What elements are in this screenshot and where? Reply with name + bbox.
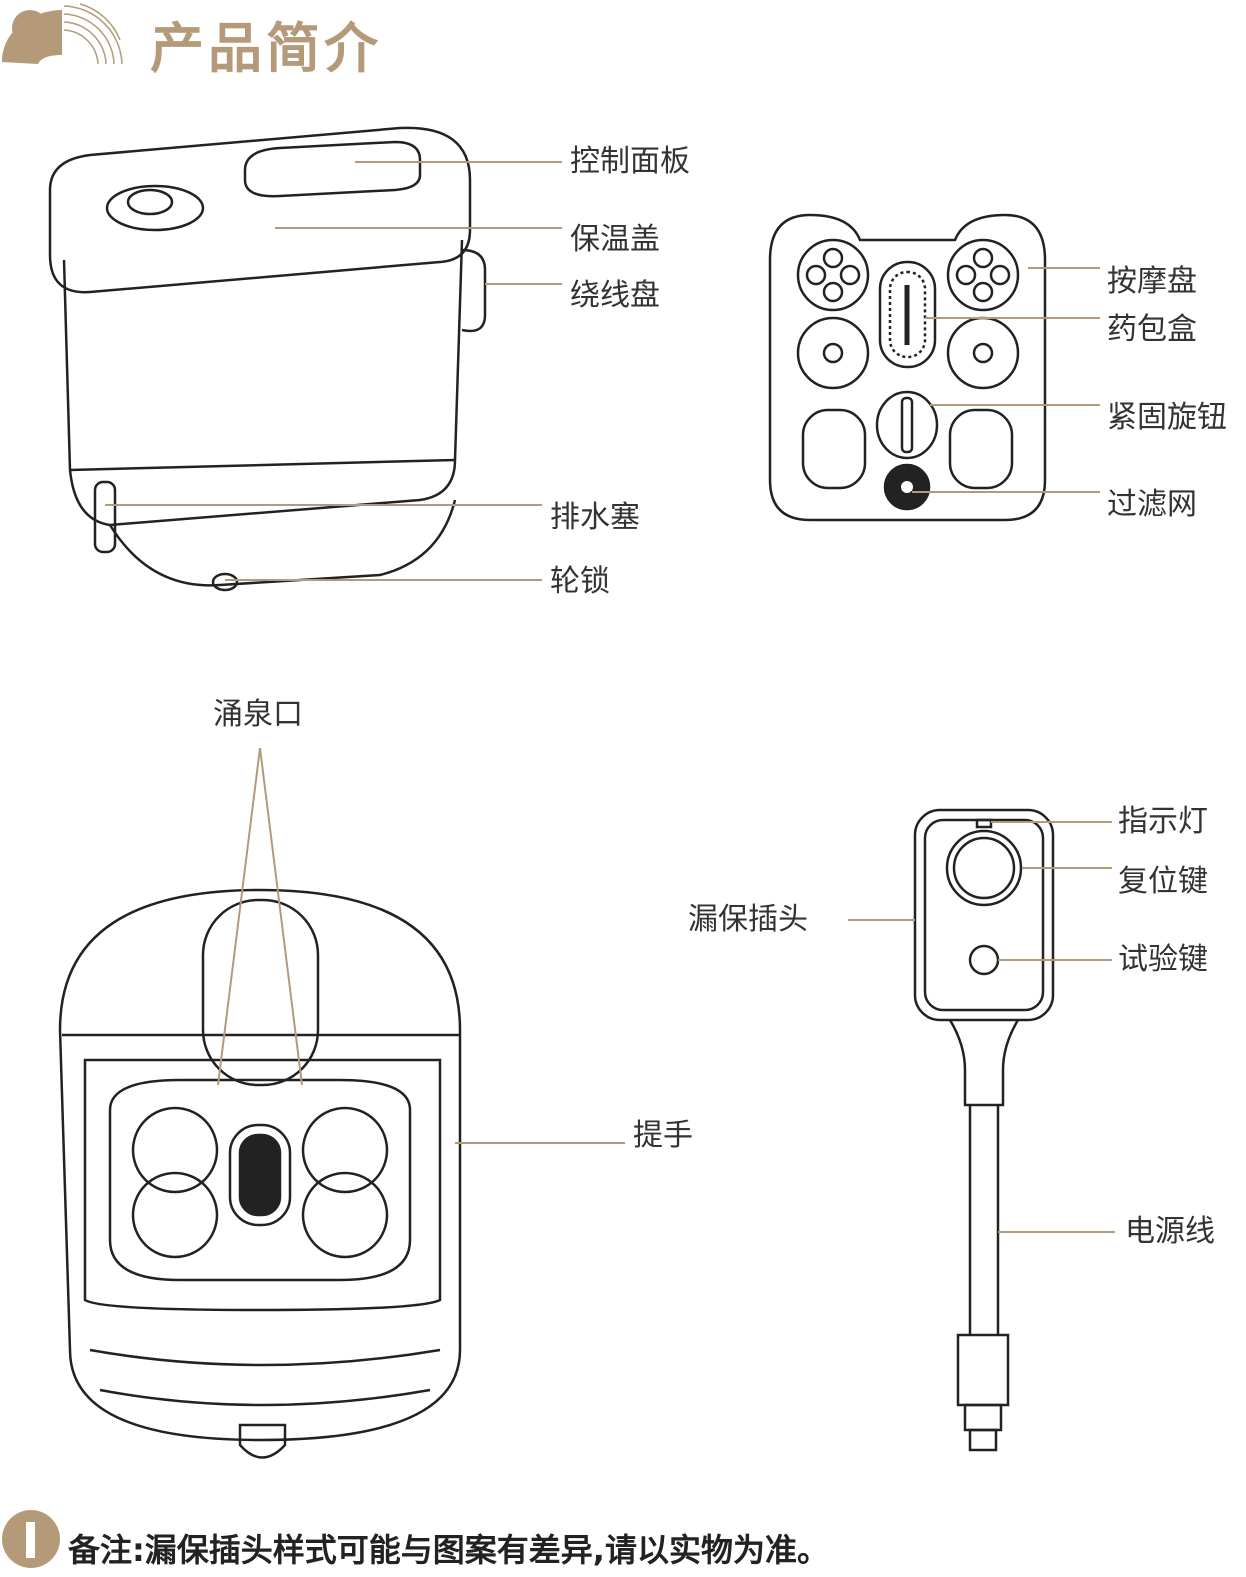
label-power-cord: 电源线 [1125,1214,1215,1249]
label-test-button: 试验键 [1118,942,1208,977]
label-handle: 提手 [633,1118,693,1153]
massage-tray [768,213,1047,522]
label-cord-reel: 绕线盘 [570,278,660,313]
foot-bath-top-view [58,888,462,1459]
leader-lines [105,161,1115,1233]
label-wheel-lock: 轮锁 [550,564,610,599]
footer-note: 备注:漏保插头样式可能与图案有差异,请以实物为准。 [68,1531,829,1569]
label-indicator-light: 指示灯 [1118,804,1208,839]
foot-bath-unit [48,126,487,592]
label-filter: 过滤网 [1107,487,1197,522]
label-control-panel: 控制面板 [570,144,690,179]
label-fastening-knob: 紧固旋钮 [1107,400,1227,435]
label-drain-plug: 排水塞 [550,500,640,535]
brand-logo [2,3,123,65]
label-insulation-lid: 保温盖 [570,222,660,257]
label-reset-button: 复位键 [1118,864,1208,899]
page-title: 产品简介 [150,17,382,80]
info-icon [2,1510,60,1568]
label-massage-plate: 按摩盘 [1107,264,1197,299]
label-leakage-plug: 漏保插头 [688,902,808,937]
label-herb-box: 药包盒 [1107,312,1197,347]
label-spring-outlet: 涌泉口 [213,697,303,732]
leakage-plug [913,808,1055,1452]
